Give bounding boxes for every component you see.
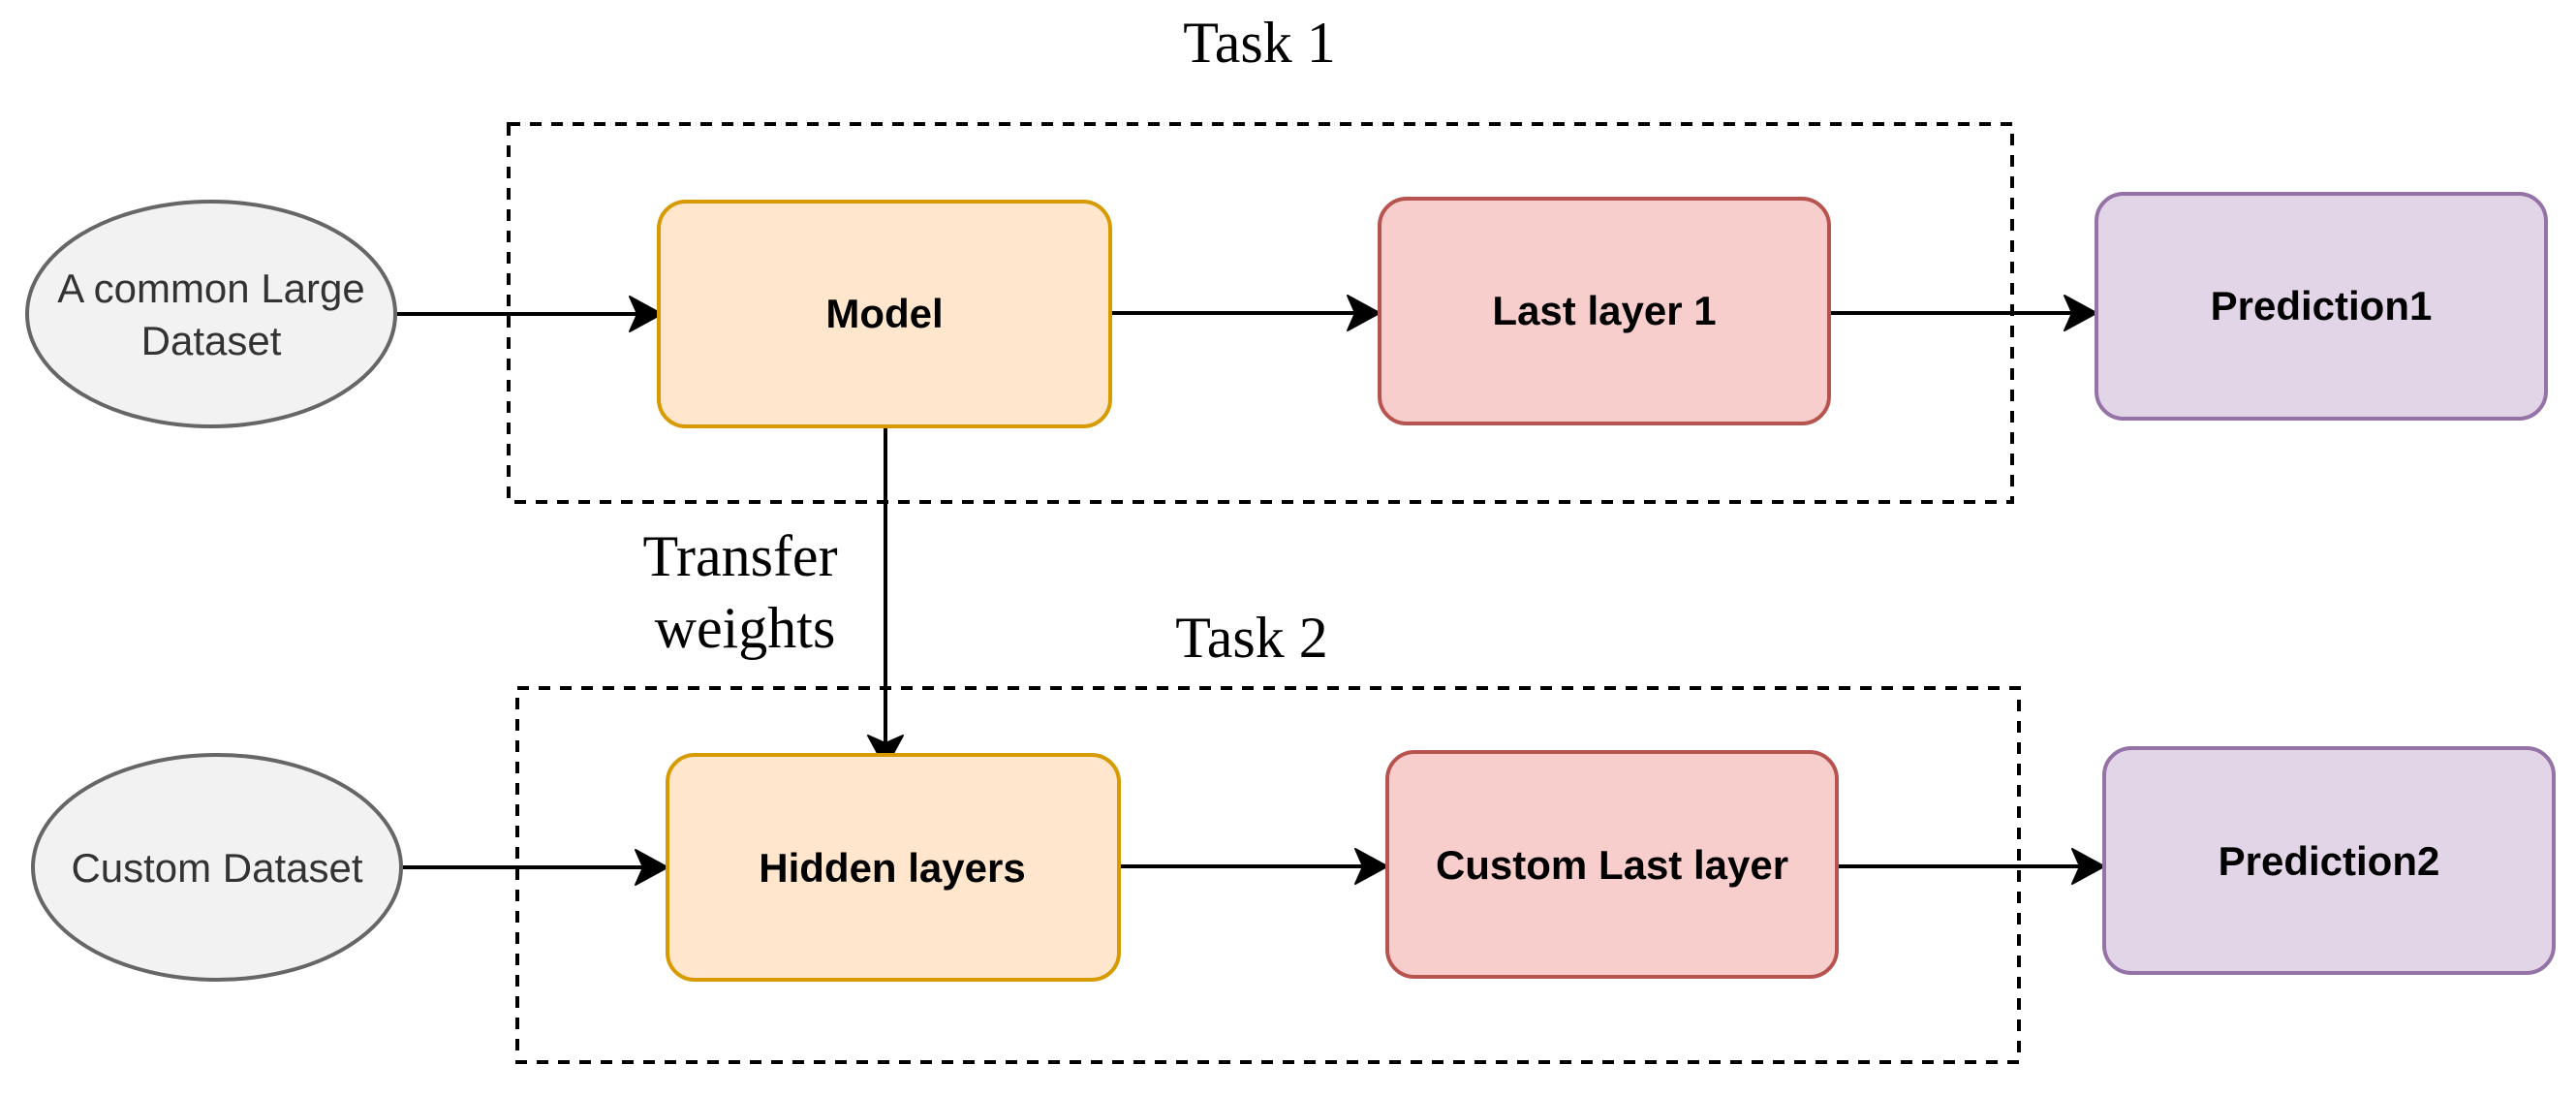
- arrowhead-to-model: [629, 296, 663, 332]
- custom-last-layer-label: Custom Last layer: [1436, 842, 1788, 888]
- dataset1-label-line2: Dataset: [141, 318, 282, 363]
- task2-title: Task 2: [1175, 606, 1327, 670]
- dataset2-label: Custom Dataset: [71, 845, 362, 891]
- arrowhead-to-hidden-layers: [867, 735, 904, 768]
- model-shape: [657, 200, 1112, 428]
- arrowhead-to-prediction1: [2064, 295, 2097, 331]
- prediction1-shape: [2095, 192, 2548, 421]
- prediction1-node: Prediction1: [2095, 192, 2548, 421]
- dataset1-node: A common Large Dataset: [25, 200, 397, 428]
- hidden-layers-label: Hidden layers: [759, 845, 1025, 891]
- prediction2-shape: [2102, 746, 2556, 975]
- hidden-layers-shape: [666, 753, 1121, 982]
- arrowheads: [629, 295, 2105, 886]
- dataset1-label-line1: A common Large: [57, 266, 365, 311]
- dataset2-shape: [31, 753, 403, 982]
- custom-last-layer-shape: [1385, 750, 1839, 979]
- arrowhead-to-hidden-layers-h: [635, 849, 668, 886]
- last-layer-1-node: Last layer 1: [1378, 197, 1831, 425]
- prediction2-label: Prediction2: [2219, 838, 2440, 884]
- transfer-label-line2: weights: [655, 596, 836, 660]
- task2-container: [515, 686, 2021, 1064]
- arrowhead-to-prediction2: [2071, 848, 2105, 885]
- prediction1-label: Prediction1: [2211, 283, 2433, 329]
- model-node: Model: [657, 200, 1112, 428]
- prediction2-node: Prediction2: [2102, 746, 2556, 975]
- dataset2-node: Custom Dataset: [31, 753, 403, 982]
- task1-title: Task 1: [1183, 11, 1335, 75]
- model-label: Model: [825, 291, 943, 336]
- custom-last-layer-node: Custom Last layer: [1385, 750, 1839, 979]
- arrowhead-to-last-layer-1: [1347, 295, 1381, 331]
- connectors: [397, 311, 2081, 869]
- last-layer-1-shape: [1378, 197, 1831, 425]
- last-layer-1-label: Last layer 1: [1492, 288, 1716, 333]
- hidden-layers-node: Hidden layers: [666, 753, 1121, 982]
- arrowhead-to-custom-last-layer: [1354, 848, 1388, 885]
- transfer-label-line1: Transfer: [642, 524, 837, 588]
- dataset1-shape: [25, 200, 397, 428]
